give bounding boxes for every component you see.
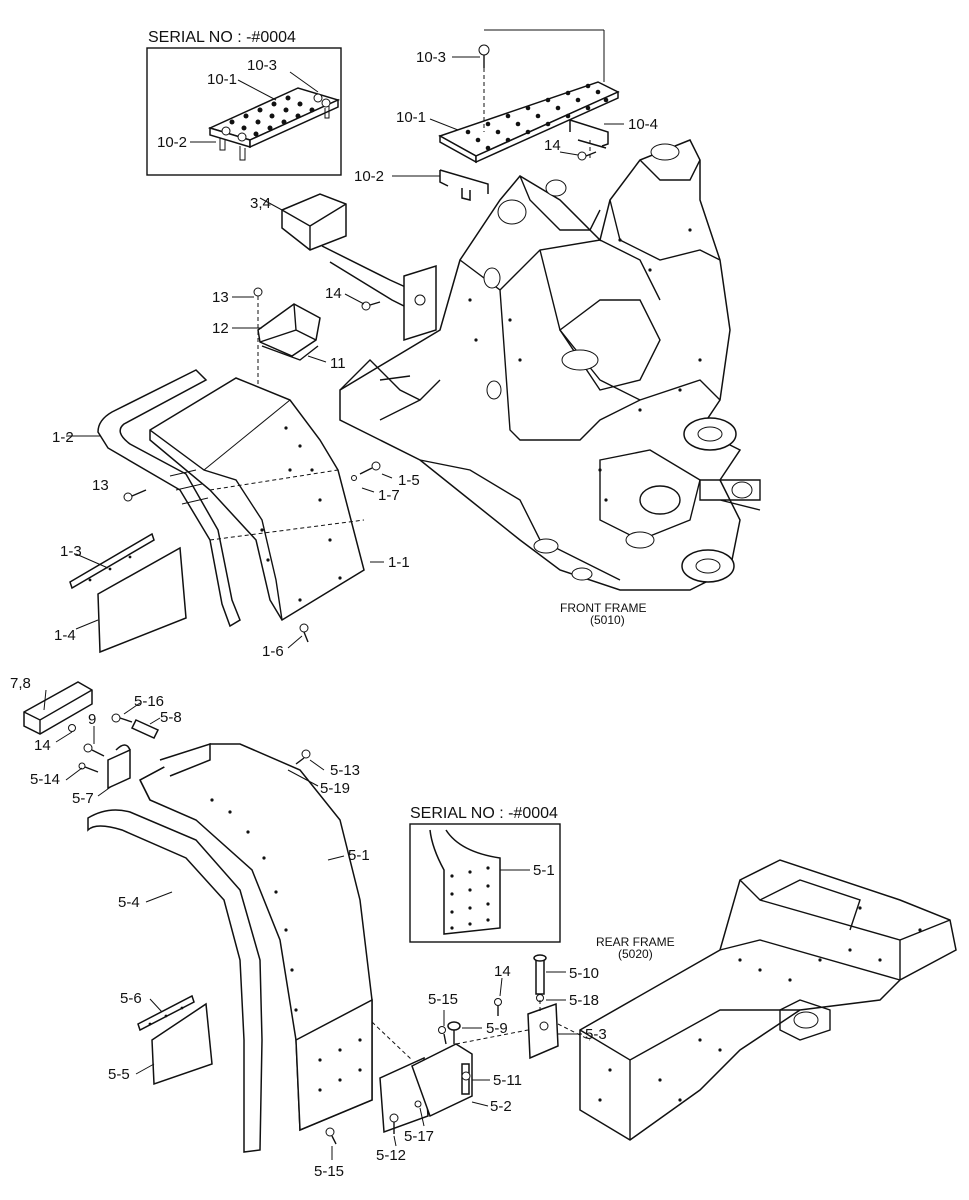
front-frame-code: (5010) xyxy=(590,613,625,627)
callout-label: 13 xyxy=(92,477,109,494)
callout-label: 5-10 xyxy=(569,965,599,982)
callout-label: 5-7 xyxy=(72,790,94,807)
callout-label: 5-14 xyxy=(30,771,60,788)
rear-frame-name: REAR FRAME xyxy=(596,935,675,949)
callout-label: 7,8 xyxy=(10,675,31,692)
callout-label: 1-2 xyxy=(52,429,74,446)
callout-label: 1-3 xyxy=(60,543,82,560)
callout-label: 5-3 xyxy=(585,1026,607,1043)
callout-label: 1-1 xyxy=(388,554,410,571)
callout-label: 5-11 xyxy=(493,1072,522,1089)
callout-label: 5-5 xyxy=(108,1066,130,1083)
callout-label: 14 xyxy=(34,737,51,754)
callout-label: 14 xyxy=(544,137,561,154)
top-inset-title: SERIAL NO : -#0004 xyxy=(148,29,296,46)
callout-label: 1-6 xyxy=(262,643,284,660)
callout-label: 10-1 xyxy=(396,109,426,126)
step-plate-assembly: 10-3 10-1 10-4 14 10-2 xyxy=(354,29,658,201)
callout-label: 10-2 xyxy=(157,134,187,151)
top-inset: SERIAL NO : -#0004 10-3 10-1 10-2 xyxy=(146,29,342,176)
rear-frame-code: (5020) xyxy=(618,947,653,961)
callout-label: 9 xyxy=(88,711,96,728)
bottom-inset-title: SERIAL NO : -#0004 xyxy=(410,805,558,822)
callout-label: 5-13 xyxy=(330,762,360,779)
callout-label: 3,4 xyxy=(250,195,271,212)
front-frame-name: FRONT FRAME xyxy=(560,601,646,615)
callout-label: 5-9 xyxy=(486,1020,508,1037)
front-frame: FRONT FRAME (5010) xyxy=(339,139,761,627)
callout-label: 13 xyxy=(212,289,229,306)
callout-label: 10-1 xyxy=(207,71,237,88)
callout-label: 10-3 xyxy=(416,49,446,66)
rear-frame: REAR FRAME (5020) xyxy=(579,859,957,1141)
callout-label: 1-7 xyxy=(378,487,400,504)
callout-label: 10-4 xyxy=(628,116,658,133)
callout-label: 14 xyxy=(325,285,342,302)
callout-label: 14 xyxy=(494,963,511,980)
callout-label: 1-4 xyxy=(54,627,76,644)
callout-label: 5-19 xyxy=(320,780,350,797)
callout-label: 5-18 xyxy=(569,992,599,1009)
callout-label: 5-12 xyxy=(376,1147,406,1164)
callout-label: 10-3 xyxy=(247,57,277,74)
callout-label: 5-4 xyxy=(118,894,140,911)
callout-label: 1-5 xyxy=(398,472,420,489)
callout-label: 11 xyxy=(330,355,346,372)
front-fender: 1-2 1-5 1-7 1-3 1-1 1-4 1-6 xyxy=(52,369,420,660)
callout-label: 5-2 xyxy=(490,1098,512,1115)
bracket-assembly: 3,4 13 14 12 11 13 xyxy=(92,193,437,502)
callout-label: 5-6 xyxy=(120,990,142,1007)
callout-label: 10-2 xyxy=(354,168,384,185)
callout-label: 12 xyxy=(212,320,229,337)
callout-label: 5-1 xyxy=(348,847,370,864)
callout-label: 5-1 xyxy=(533,862,555,879)
callout-label: 5-17 xyxy=(404,1128,434,1145)
callout-label: 5-8 xyxy=(160,709,182,726)
rear-fender: 7,8 14 9 5-16 5-8 5-14 5-7 5-13 5-19 5-1… xyxy=(10,675,373,1180)
fender-bracket-assembly: 14 5-10 5-18 5-15 5-9 5-3 5-11 5-2 5-17 … xyxy=(371,954,607,1164)
callout-label: 5-15 xyxy=(314,1163,344,1180)
bottom-inset: SERIAL NO : -#0004 5-1 xyxy=(409,805,561,943)
callout-label: 5-15 xyxy=(428,991,458,1008)
callout-label: 5-16 xyxy=(134,693,164,710)
